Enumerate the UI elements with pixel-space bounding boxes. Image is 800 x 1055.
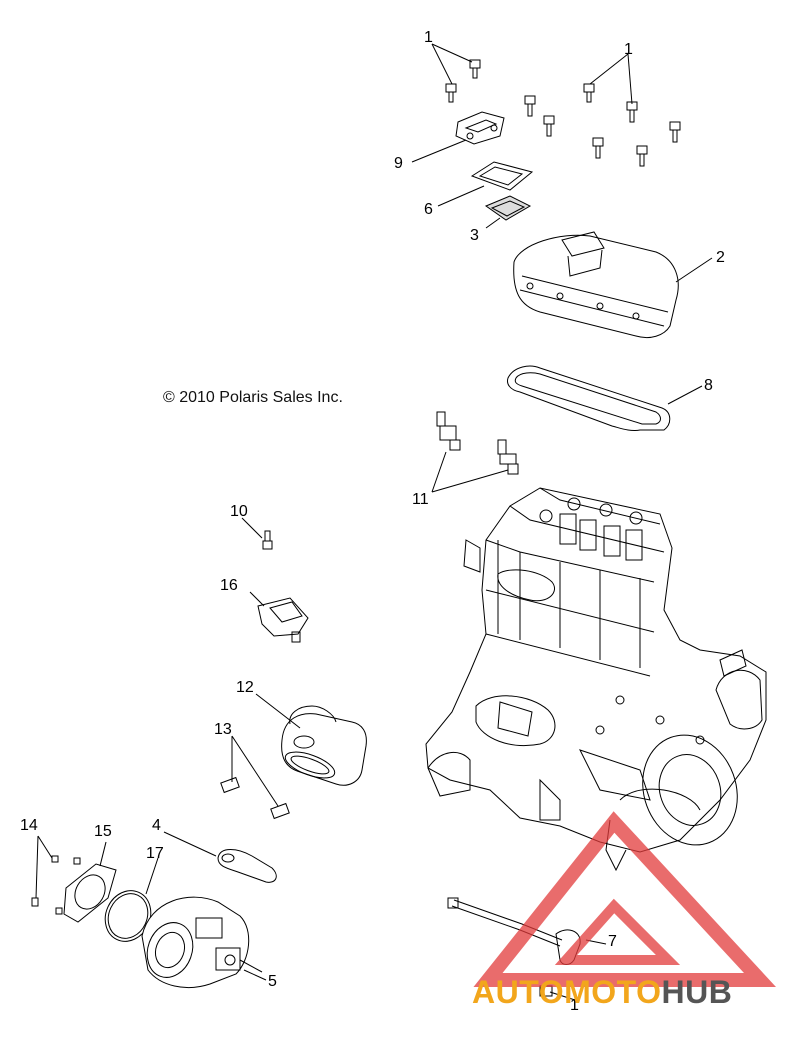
part-13-pin-a bbox=[220, 776, 240, 794]
watermark-text-secondary: HUB bbox=[661, 974, 733, 1010]
bolt-1h bbox=[592, 137, 604, 159]
callout-2: 2 bbox=[716, 249, 725, 266]
bolt-1c bbox=[583, 83, 595, 103]
callout-1: 1 bbox=[570, 997, 579, 1014]
bolt-1i bbox=[636, 145, 648, 167]
bolt-1d bbox=[626, 101, 638, 123]
callout-1: 1 bbox=[424, 29, 433, 46]
part-5-throttle-assembly bbox=[141, 896, 263, 988]
bolt-1a bbox=[469, 59, 481, 79]
bolt-1b bbox=[445, 83, 457, 103]
callout-8: 8 bbox=[704, 377, 713, 394]
callout-12: 12 bbox=[236, 679, 254, 696]
watermark-text-primary: AUTOMOTO bbox=[472, 974, 662, 1010]
engine-assembly bbox=[425, 487, 767, 872]
callout-1: 1 bbox=[624, 41, 633, 58]
part-6-gasket bbox=[470, 161, 534, 191]
part-8-gasket bbox=[507, 365, 671, 431]
part-10-bolt bbox=[262, 530, 273, 550]
callout-17: 17 bbox=[146, 845, 164, 862]
part-16-sensor bbox=[257, 597, 309, 643]
part-11-plug-b bbox=[497, 439, 519, 475]
callout-11: 11 bbox=[412, 491, 429, 508]
part-4-clamp bbox=[217, 849, 277, 883]
callout-14: 14 bbox=[20, 817, 38, 834]
callout-4: 4 bbox=[152, 817, 161, 834]
callout-9: 9 bbox=[394, 155, 403, 172]
part-11-plug-a bbox=[436, 411, 461, 451]
bolt-1f bbox=[543, 115, 555, 137]
part-14-screws bbox=[31, 855, 81, 915]
callout-3: 3 bbox=[470, 227, 479, 244]
callout-13: 13 bbox=[214, 721, 232, 738]
watermark-triangle-icon bbox=[473, 811, 776, 987]
part-2-valve-cover bbox=[513, 231, 679, 339]
bolt-1e bbox=[524, 95, 536, 117]
copyright-notice: © 2010 Polaris Sales Inc. bbox=[163, 389, 343, 406]
callout-5: 5 bbox=[268, 973, 277, 990]
bolt-1g bbox=[669, 121, 681, 143]
callout-16: 16 bbox=[220, 577, 238, 594]
part-15-plate bbox=[63, 863, 117, 923]
callout-15: 15 bbox=[94, 823, 112, 840]
part-3-element bbox=[484, 195, 532, 221]
part-12-throttle-body bbox=[281, 705, 367, 786]
callout-7: 7 bbox=[608, 933, 617, 950]
part-9-sensor bbox=[455, 111, 505, 145]
leader-lines bbox=[35, 43, 713, 1001]
part-13-pin-b bbox=[270, 802, 290, 820]
watermark-logo: AUTOMOTOHUB bbox=[472, 974, 732, 1011]
callout-10: 10 bbox=[230, 503, 248, 520]
callout-6: 6 bbox=[424, 201, 433, 218]
